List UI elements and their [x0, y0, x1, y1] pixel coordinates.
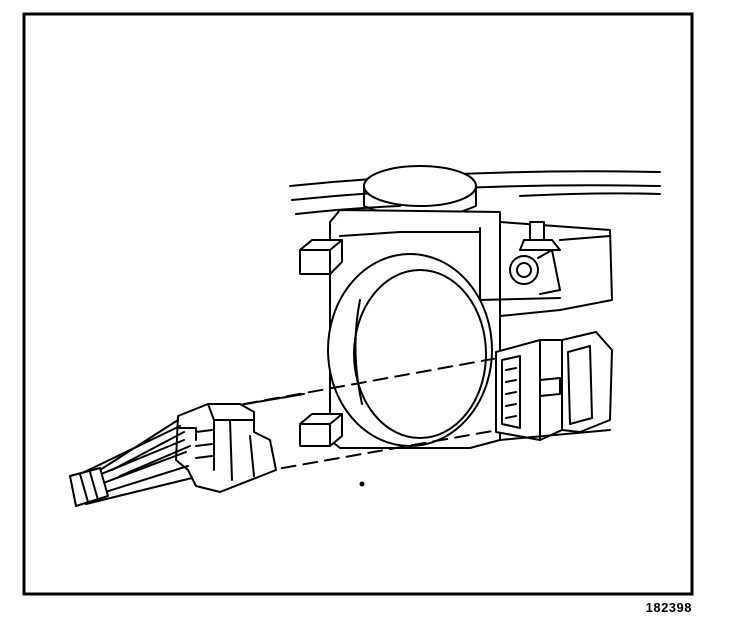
- sensor-bolt-assembly: [509, 221, 561, 295]
- reference-dot: [359, 481, 365, 487]
- background-contour-lines: [289, 170, 661, 215]
- harness-connector: [175, 403, 277, 493]
- mounting-lug-bottom: [299, 413, 343, 447]
- mounting-lug-top: [299, 239, 343, 275]
- tps-sensor-connector: [495, 331, 613, 441]
- wire-harness-bundle: [71, 419, 193, 505]
- housing-base-edge: [499, 429, 611, 441]
- figure-number: 182398: [645, 600, 692, 615]
- harness-sleeve: [69, 467, 109, 507]
- throttle-bore: [327, 253, 493, 447]
- figure-frame: [22, 12, 694, 596]
